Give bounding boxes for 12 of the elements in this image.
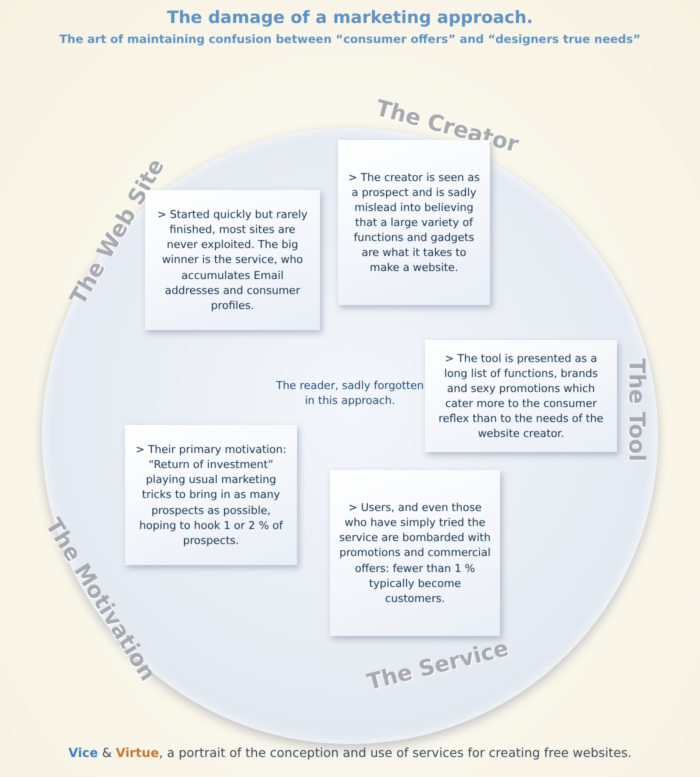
sector-heading: The Creator	[373, 96, 521, 158]
panel-text: > Started quickly but rarely finished, most sites are never exploited. The big winner is the service, who accumulates Email addresses and consumer profiles.	[156, 207, 309, 313]
panel-text: > The creator is seen as a prospect and is sadly mislead into believing that a large variety of functions and gadgets are what it takes to make a website.	[347, 170, 481, 276]
panel-text: > Users, and even those who have simply tried the service are bombarded with promotions and commercial offers: fewer than 1 % typically become customers.	[338, 500, 492, 606]
sector-heading: The Service	[364, 636, 512, 696]
panel-text: > Their primary motivation: “Return of investment” playing usual marketing tricks to bring in as many prospects as possible, hoping to hook 1 or 2 % of prospects.	[134, 442, 288, 548]
sector-heading: The Tool	[624, 358, 648, 462]
title: The damage of a marketing approach.	[166, 8, 534, 28]
subtitle: The art of maintaining confusion between “consumer offers” and “designers true needs”	[58, 32, 642, 46]
panel-text: > The tool is presented as a long list of functions, brands and sexy promotions which cater more to the consumer reflex than to the needs of the website creator.	[438, 350, 604, 442]
center-note: The reader, sadly forgotten in this approach.	[275, 378, 425, 408]
caption: Vice & Virtue, a portrait of the conception and use of services for creating free websites.	[67, 745, 633, 760]
